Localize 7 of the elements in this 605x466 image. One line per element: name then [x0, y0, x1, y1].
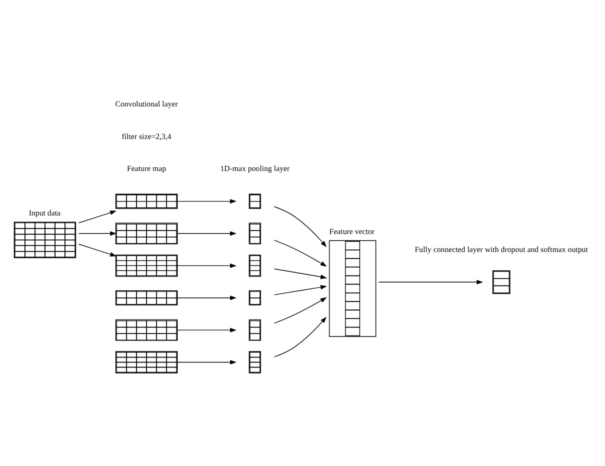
label: Convolutional layer: [115, 99, 178, 108]
label: Fully connected layer with dropout and softmax output: [414, 244, 588, 254]
node-label: Feature vector: [329, 226, 374, 236]
label: Feature map: [127, 164, 166, 173]
label: filter size=2,3,4: [122, 131, 172, 140]
node-label: Input data: [28, 208, 61, 217]
label: 1D-max pooling layer: [220, 164, 290, 173]
